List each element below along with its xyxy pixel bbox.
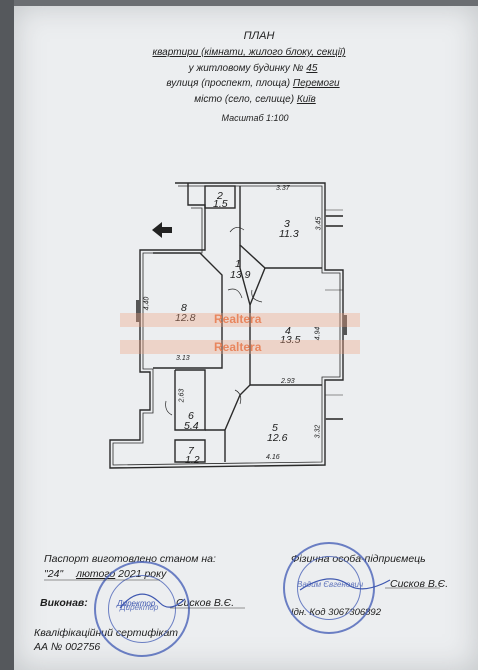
inner-wall-line xyxy=(112,185,341,466)
room-4-number: 4 xyxy=(285,325,291,337)
header-line-2: у житловому будинку № 45 xyxy=(14,63,478,75)
room-2-number: 2 xyxy=(217,190,223,202)
date-day: "24" xyxy=(44,568,64,580)
passport-label: Паспорт виготовлено станом на: xyxy=(44,553,216,565)
room-3-area: 11.3 xyxy=(279,228,299,240)
cert-number: АА № 002756 xyxy=(34,641,101,653)
room-7-area: 1.2 xyxy=(185,454,200,466)
executor-label: Виконав: xyxy=(40,597,88,609)
room-8-area: 12.8 xyxy=(175,312,196,324)
house-label: у житловому будинку № xyxy=(188,63,304,74)
stamp-left-text: Директор xyxy=(120,603,159,612)
room-2-area: 1.5 xyxy=(213,198,228,210)
dim-room-5-top: 2.93 xyxy=(281,378,295,385)
room-5-area: 12.6 xyxy=(267,432,288,444)
room-8-number: 8 xyxy=(181,302,187,314)
watermark-realtera: Realtera xyxy=(214,312,262,326)
stamp-left: Директор xyxy=(94,561,190,657)
person-name: Сисков В.Є. xyxy=(390,578,449,590)
room-3-number: 3 xyxy=(284,218,290,230)
header-line-4: місто (село, селище) Київ xyxy=(16,94,478,106)
document-sheet xyxy=(14,6,478,670)
watermark-realtera-2: Realtera xyxy=(214,340,262,354)
room-7-outline xyxy=(174,439,206,463)
room-6-area: 5.4 xyxy=(184,420,199,432)
room-3-wall xyxy=(239,186,322,269)
room-6-number: 6 xyxy=(188,410,194,422)
watermark-band xyxy=(120,313,360,327)
executor-name: Сисков В.Є. xyxy=(176,597,235,609)
stamp-right-text: Вадим Євгенович xyxy=(297,580,364,589)
city-name: Київ xyxy=(296,94,316,105)
dim-room-5-width: 4.16 xyxy=(266,454,280,461)
room-8-wall xyxy=(153,252,223,369)
room-4-wall xyxy=(249,267,322,386)
room-5-number: 5 xyxy=(272,422,278,434)
room-7-number: 7 xyxy=(188,445,194,457)
room-4-area: 13.5 xyxy=(280,334,301,346)
street-name: Перемоги xyxy=(292,78,340,89)
room-1-area: 13.9 xyxy=(230,269,251,281)
watermark-band-2 xyxy=(120,340,360,354)
outer-wall xyxy=(109,182,344,469)
house-number: 45 xyxy=(306,63,318,74)
room-2-outline xyxy=(204,185,236,209)
entrance-arrow-icon xyxy=(152,222,172,238)
room-1-number: 1 xyxy=(235,258,241,270)
street-label: вулиця (проспект, площа) xyxy=(166,78,291,89)
stamp-right: Вадим Євгенович xyxy=(283,542,375,634)
dim-room-8-width: 3.13 xyxy=(176,355,190,362)
doc-title: ПЛАН xyxy=(243,30,275,42)
header-line-1: квартири (кімнати, жилого блоку, секції) xyxy=(152,47,346,58)
dim-room-3-width: 3.37 xyxy=(276,185,290,192)
header-line-3: вулиця (проспект, площа) Перемоги xyxy=(14,78,478,90)
city-label: місто (село, селище) xyxy=(194,94,295,105)
scale-label: Масштаб 1:100 xyxy=(221,113,289,123)
notebook-binding xyxy=(0,0,14,670)
